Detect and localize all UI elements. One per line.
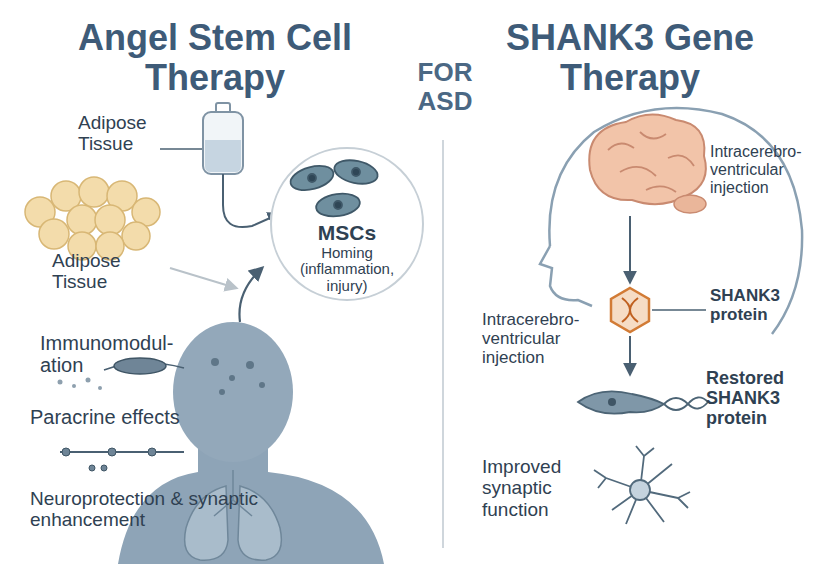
cerebellum <box>674 195 706 213</box>
text-label: Intracerebro- ventricular injection <box>710 143 822 197</box>
dot <box>62 448 70 456</box>
dot <box>98 386 102 390</box>
text-label: SHANK3 protein <box>710 286 800 324</box>
nucleus <box>608 398 616 406</box>
msc-cell <box>288 162 336 195</box>
face-profile <box>540 246 592 306</box>
node-body: Homing (inflammation, injury) <box>291 245 403 295</box>
head-outline <box>549 108 802 334</box>
dna-strand <box>664 397 708 410</box>
cytokine-dots <box>58 378 103 391</box>
msc-cells <box>288 157 380 219</box>
head-silhouette <box>173 322 293 462</box>
dot <box>211 358 219 366</box>
paracrine-line <box>60 451 184 453</box>
text-label: Adipose Tissue <box>52 250 142 293</box>
iv-bag <box>203 112 243 174</box>
text-label: Paracrine effects <box>30 406 200 428</box>
dendrites <box>594 446 690 524</box>
text-label: SHANK3 Gene Therapy <box>470 18 790 99</box>
text-label: Restored SHANK3 protein <box>706 368 810 428</box>
neuron <box>594 446 690 524</box>
text-label: Angel Stem Cell Therapy <box>40 18 390 99</box>
msc-circle: MSCsHoming (inflammation, injury) <box>270 147 424 301</box>
bag-fluid <box>205 140 241 172</box>
dot <box>246 361 254 369</box>
down-arrow <box>629 336 631 374</box>
dna-helix <box>622 298 638 322</box>
gene-hexagon <box>611 288 649 332</box>
dot <box>86 378 91 383</box>
brain-gyri <box>608 132 694 192</box>
neuron-cell <box>578 391 664 413</box>
dot <box>89 465 95 471</box>
nucleus <box>352 168 360 176</box>
leader-line <box>652 309 706 311</box>
msc-cell <box>332 157 380 188</box>
text-label: Immunomodul- ation <box>40 332 180 377</box>
brain <box>589 114 706 204</box>
divider-line <box>442 140 444 548</box>
adipose-cluster <box>25 177 160 260</box>
down-arrow <box>629 216 631 282</box>
dot <box>101 465 107 471</box>
text-label: FOR ASD <box>410 58 480 116</box>
dot <box>72 384 76 388</box>
paracrine-nodes <box>62 448 156 471</box>
text-label: Neuroprotection & synaptic enhancement <box>30 488 280 531</box>
dot <box>108 448 116 456</box>
head-dots <box>211 358 265 395</box>
fat-cell <box>79 177 109 207</box>
dot <box>259 382 265 388</box>
homing-arrow <box>239 268 262 322</box>
fat-cell <box>39 219 69 249</box>
dot <box>219 389 225 395</box>
dot <box>58 380 63 385</box>
msc-cell <box>315 191 362 219</box>
nucleus <box>308 174 316 182</box>
nucleus <box>334 201 342 209</box>
fat-cell <box>122 222 150 250</box>
soma <box>630 480 650 500</box>
dot <box>229 375 235 381</box>
fat-cell <box>95 205 125 235</box>
text-label: Intracerebro- ventricular injection <box>482 310 602 367</box>
immune-cell <box>114 358 166 374</box>
leader-line <box>160 148 203 150</box>
dot <box>148 448 156 456</box>
circle-fill <box>270 147 424 301</box>
node-heading: MSCs <box>318 221 376 245</box>
text-label: Adipose Tissue <box>78 112 162 155</box>
gray-arrow <box>170 268 236 288</box>
text-label: Improved synaptic function <box>482 456 582 520</box>
lungs <box>185 470 282 560</box>
fat-cell <box>67 205 97 235</box>
